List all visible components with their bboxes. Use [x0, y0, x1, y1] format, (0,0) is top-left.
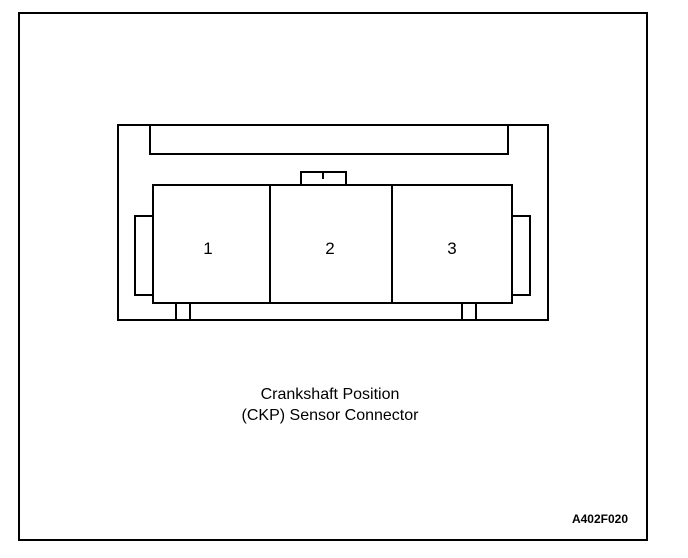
pin-3-label: 3: [447, 239, 456, 258]
left-ear: [134, 215, 154, 296]
pin-1-label: 1: [203, 239, 212, 258]
locking-rail: [149, 126, 509, 155]
connector-housing: [117, 124, 549, 321]
caption-line-2: (CKP) Sensor Connector: [241, 407, 419, 424]
figure-code: A402F020: [571, 512, 628, 526]
pin-2-label: 2: [325, 239, 334, 258]
terminal-body: [152, 184, 513, 304]
right-ear: [511, 215, 531, 296]
figure-frame: [18, 12, 648, 541]
caption-line-1: Crankshaft Position: [260, 386, 400, 403]
